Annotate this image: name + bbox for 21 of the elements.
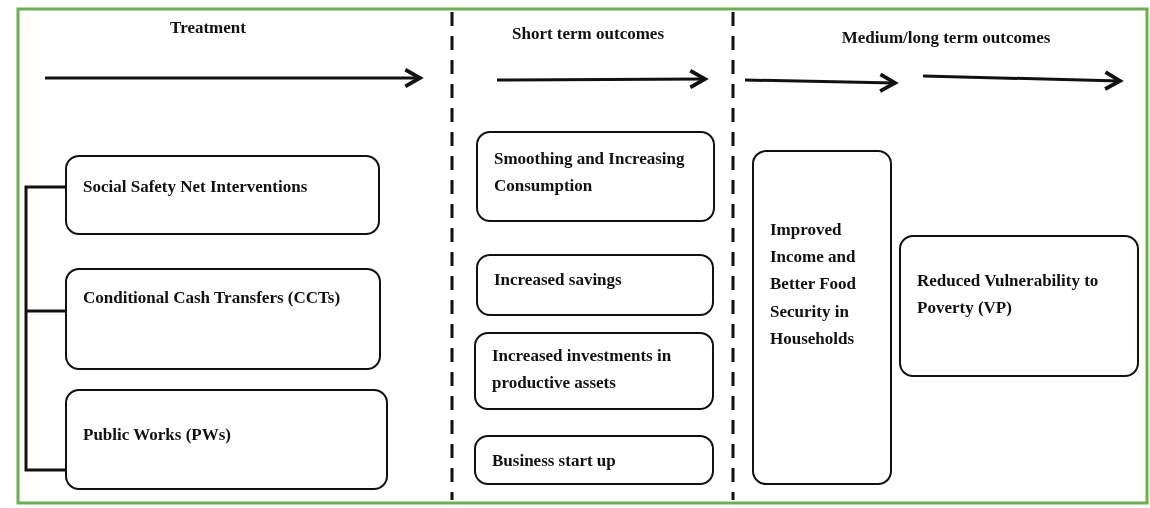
box-text: Increased savings [494, 269, 623, 291]
box-text: Social Safety Net Interventions [83, 176, 309, 198]
column-heading: Treatment [170, 18, 246, 38]
column-heading: Short term outcomes [512, 24, 664, 44]
outcome-box [752, 150, 892, 485]
outcome-box [476, 254, 714, 316]
box-text: Reduced Vulnerability to Poverty (VP) [917, 270, 1100, 320]
box-text: Public Works (PWs) [83, 424, 232, 446]
box-text: Business start up [492, 450, 617, 472]
outcome-box [476, 131, 715, 222]
outcome-box [65, 268, 381, 370]
outcome-box [899, 235, 1139, 377]
box-text: Conditional Cash Transfers (CCTs) [83, 287, 342, 309]
outcome-box [65, 155, 380, 235]
box-text: Increased investments in productive assets [492, 345, 673, 395]
box-text: Improved Income and Better Food Security in Households [770, 219, 858, 350]
box-text: Smoothing and Increasing Consumption [494, 148, 686, 198]
outcome-box [65, 389, 388, 490]
column-heading: Medium/long term outcomes [841, 28, 1051, 48]
outcome-box [474, 435, 714, 485]
outcome-box [474, 332, 714, 410]
